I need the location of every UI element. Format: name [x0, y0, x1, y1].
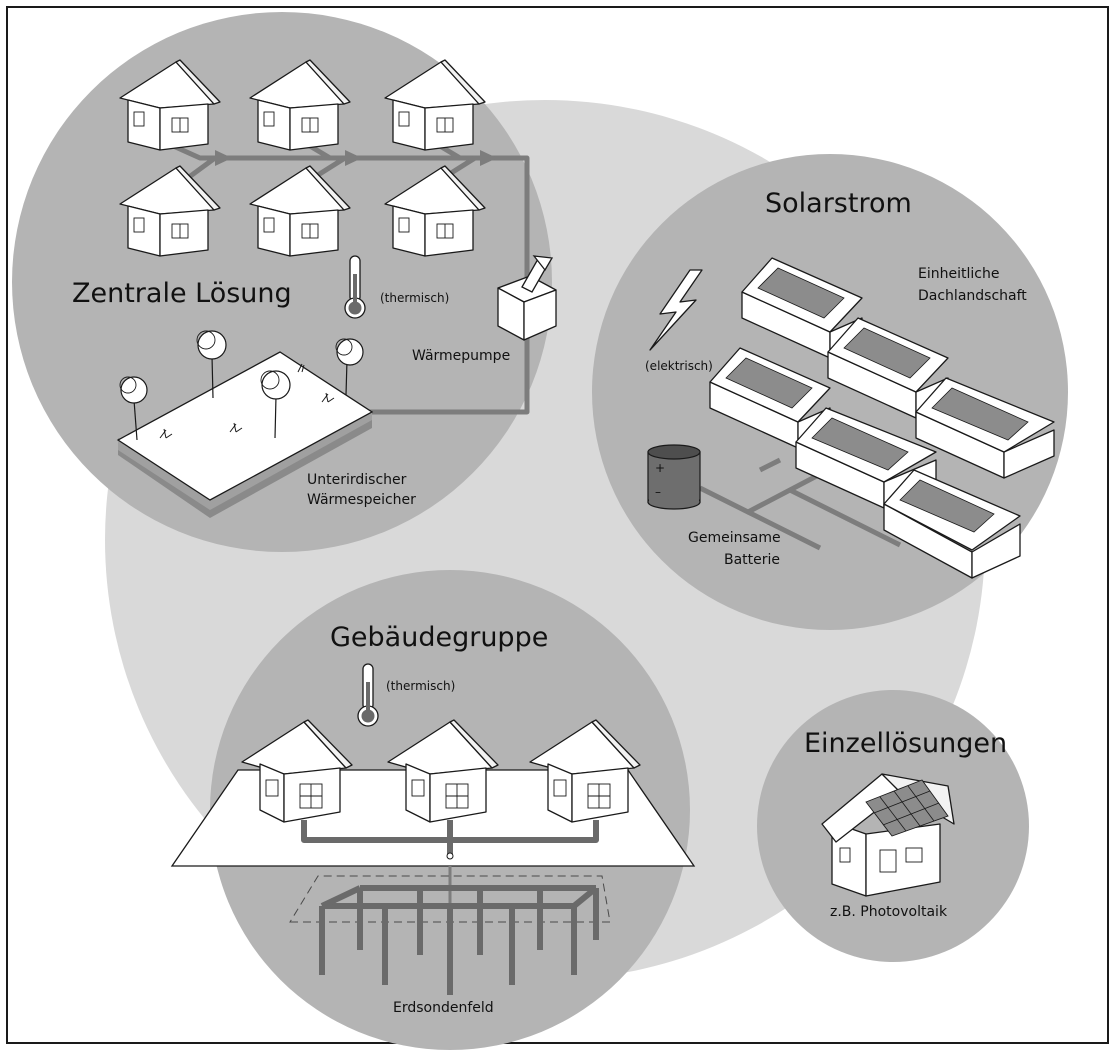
house-icon	[529, 719, 641, 823]
shrub-marks	[159, 363, 335, 439]
probe-field	[289, 875, 611, 995]
tree-icon	[260, 370, 291, 439]
zentral-title: Zentrale Lösung	[72, 278, 292, 309]
solar-panel-icon	[843, 327, 931, 379]
einzel-group: Einzellösungen z.B. Photovoltaik	[804, 728, 1007, 920]
solar-title: Solarstrom	[765, 188, 912, 219]
heatpump-label: Wärmepumpe	[412, 348, 510, 364]
tree-icon	[196, 330, 227, 399]
solar-panel-icon	[757, 267, 845, 319]
solar-panel-icon	[899, 479, 995, 533]
thermometer-icon	[357, 663, 379, 727]
gruppe-thermal-label: (thermisch)	[386, 679, 455, 693]
gruppe-title: Gebäudegruppe	[330, 622, 548, 653]
solar-house-icon	[827, 317, 949, 419]
solar-panel-icon	[725, 357, 813, 409]
zentral-group: Zentrale Lösung (thermisch) Wärmepumpe U…	[72, 59, 557, 518]
thermometer-icon	[344, 255, 366, 319]
house-icon	[384, 59, 486, 151]
electric-label: (elektrisch)	[645, 359, 713, 373]
battery-icon: + –	[647, 444, 701, 510]
solar-group: + – Solarstrom Einheitliche Dachlandscha…	[645, 188, 1055, 579]
house-icon	[249, 165, 351, 257]
solar-panel-icon	[931, 387, 1029, 441]
battery-minus: –	[655, 485, 661, 499]
solar-house-icon	[915, 377, 1055, 479]
storage-label-line1: Unterirdischer	[307, 472, 407, 488]
roof-label-line2: Dachlandschaft	[918, 288, 1027, 304]
house-icon	[241, 719, 353, 823]
tree-icon	[119, 376, 148, 441]
einzel-title: Einzellösungen	[804, 728, 1007, 759]
storage-label-line2: Wärmespeicher	[307, 492, 416, 508]
battery-label-line1: Gemeinsame	[688, 530, 781, 546]
house-icon	[384, 165, 486, 257]
house-icon	[249, 59, 351, 151]
battery-plus: +	[655, 461, 665, 475]
roof-label-line1: Einheitliche	[918, 266, 999, 282]
solar-house-icon	[883, 469, 1021, 579]
zentral-thermal-label: (thermisch)	[380, 291, 449, 305]
ground-storage	[116, 351, 374, 518]
solar-panel-icon	[811, 417, 909, 471]
house-icon	[387, 719, 499, 823]
house-icon	[119, 59, 221, 151]
pv-label: z.B. Photovoltaik	[830, 904, 948, 920]
house-icon	[821, 773, 955, 897]
battery-label-line2: Batterie	[724, 552, 780, 568]
field-label: Erdsondenfeld	[393, 1000, 494, 1016]
gruppe-group: Gebäudegruppe (thermisch) Erdsondenfeld	[170, 622, 696, 1016]
heat-pump-icon	[497, 255, 557, 341]
house-icon	[119, 165, 221, 257]
lightning-icon	[649, 269, 703, 351]
tree-icon	[335, 338, 364, 396]
